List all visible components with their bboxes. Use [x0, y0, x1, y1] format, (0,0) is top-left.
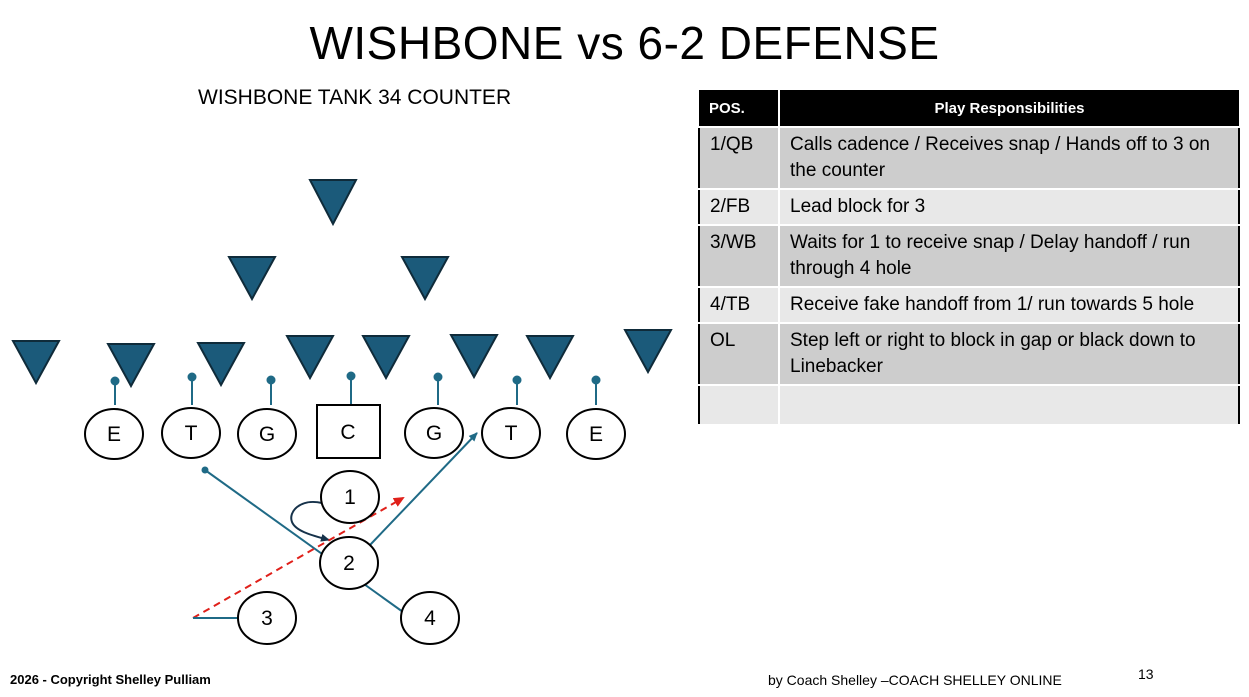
- left-guard-label: G: [259, 423, 275, 446]
- header-responsibilities: Play Responsibilities: [779, 90, 1239, 127]
- defender-linebacker-left: [227, 256, 277, 302]
- right-tackle: [481, 407, 541, 459]
- cell-position: 2/FB: [699, 188, 780, 225]
- left-tackle-label: T: [185, 422, 198, 445]
- left-guard: [237, 408, 297, 460]
- cell-position: [699, 384, 780, 424]
- fullback-label: 2: [343, 552, 355, 575]
- right-guard-label: G: [426, 422, 442, 445]
- slide-title: WISHBONE vs 6-2 DEFENSE: [309, 17, 940, 69]
- right-guard: [404, 407, 464, 459]
- table-row: [699, 384, 1239, 424]
- wingback-label: 3: [261, 607, 273, 630]
- defense: [11, 179, 673, 389]
- defender-line: [285, 335, 335, 381]
- responsibilities-table: POS. Play Responsibilities 1/QB Calls ca…: [698, 90, 1240, 424]
- table-header: POS. Play Responsibilities: [699, 90, 1239, 127]
- play-diagram: E T G C G T E 1 2 3 4: [11, 179, 673, 645]
- play-name: WISHBONE TANK 34 COUNTER: [198, 86, 512, 109]
- left-end: [84, 408, 144, 460]
- backfield: 1 2 3 4: [237, 470, 460, 645]
- table-row: 4/TB Receive fake handoff from 1/ run to…: [699, 286, 1239, 323]
- route-tailback-fake: [204, 469, 404, 613]
- page-number: 13: [1138, 666, 1154, 682]
- tailback: [400, 591, 460, 645]
- cell-responsibility: Calls cadence / Receives snap / Hands of…: [779, 126, 1239, 189]
- right-end-label: E: [589, 423, 603, 446]
- cell-position: 4/TB: [699, 286, 780, 323]
- credit-text: by Coach Shelley –COACH SHELLEY ONLINE: [768, 672, 1062, 688]
- defender-line: [525, 335, 575, 381]
- defender-line: [449, 334, 499, 380]
- wingback: [237, 591, 297, 645]
- right-end: [566, 408, 626, 460]
- quarterback-label: 1: [344, 486, 356, 509]
- left-tackle: [161, 407, 221, 459]
- cell-responsibility: Waits for 1 to receive snap / Delay hand…: [779, 224, 1239, 287]
- table-row: 3/WB Waits for 1 to receive snap / Delay…: [699, 224, 1239, 287]
- defender-line: [361, 335, 411, 381]
- quarterback: [320, 470, 380, 524]
- routes: [192, 432, 478, 619]
- cell-responsibility: Receive fake handoff from 1/ run towards…: [779, 286, 1239, 323]
- route-wingback-counter: [192, 497, 405, 619]
- defender-safety: [308, 179, 358, 227]
- cell-position: 1/QB: [699, 126, 780, 189]
- defender-corner-left: [11, 340, 61, 386]
- center: [316, 404, 381, 459]
- block-stems: [110, 371, 601, 405]
- cell-position: 3/WB: [699, 224, 780, 287]
- copyright-text: 2026 - Copyright Shelley Pulliam: [10, 672, 211, 687]
- header-position: POS.: [699, 90, 780, 127]
- table-row: OL Step left or right to block in gap or…: [699, 322, 1239, 385]
- route-quarterback-pivot: [290, 500, 330, 542]
- cell-responsibility: Lead block for 3: [779, 188, 1239, 225]
- defender-line: [196, 342, 246, 388]
- offensive-line: E T G C G T E: [84, 404, 626, 460]
- tailback-label: 4: [424, 607, 436, 630]
- table-row: 1/QB Calls cadence / Receives snap / Han…: [699, 126, 1239, 189]
- defender-corner-right: [623, 329, 673, 375]
- defender-line: [106, 343, 156, 389]
- defender-linebacker-right: [400, 256, 450, 302]
- cell-position: OL: [699, 322, 780, 385]
- left-end-label: E: [107, 423, 121, 446]
- route-fullback-lead: [369, 432, 478, 546]
- cell-responsibility: Step left or right to block in gap or bl…: [779, 322, 1239, 385]
- table-row: 2/FB Lead block for 3: [699, 188, 1239, 225]
- center-label: C: [340, 421, 355, 444]
- cell-responsibility: [779, 384, 1239, 424]
- fullback: [319, 536, 379, 590]
- right-tackle-label: T: [505, 422, 518, 445]
